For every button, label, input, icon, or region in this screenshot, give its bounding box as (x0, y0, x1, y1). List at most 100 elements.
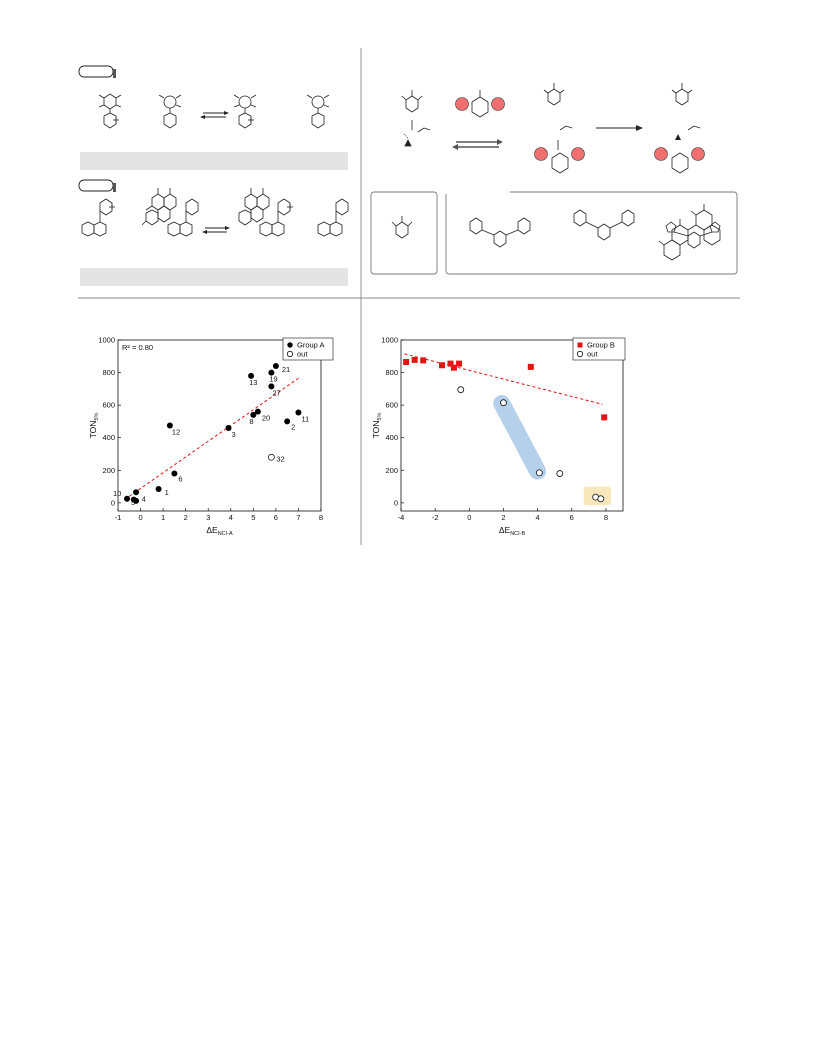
data-point-filled (248, 372, 255, 379)
molecule-b2 (141, 188, 199, 237)
data-point-open (457, 386, 465, 394)
data-point-filled (124, 495, 131, 502)
molecule-a1 (98, 93, 122, 129)
data-point-open (556, 470, 564, 477)
x-tick-label: 2 (501, 513, 505, 522)
substituent-box-small (370, 191, 438, 275)
legend-label: out (297, 350, 308, 359)
legend-box (572, 337, 626, 361)
molecule-b3 (238, 188, 293, 237)
data-point-filled (272, 363, 279, 370)
point-label: 8 (249, 417, 253, 426)
x-tick-label: 6 (274, 513, 278, 522)
x-tick-label: 7 (296, 513, 300, 522)
data-point-filled (284, 418, 291, 425)
scheme-panel-top-left (78, 65, 349, 286)
scheme-tag-a-shadow (113, 69, 116, 78)
data-point-square (527, 363, 534, 370)
equilibrium-arrows-c (452, 139, 503, 150)
scheme-tag-a (78, 65, 114, 78)
substituent-xylyl (391, 216, 413, 239)
y-tick-label: 0 (394, 498, 398, 507)
data-point-square (420, 357, 427, 364)
scheme-caption-bar-a (80, 152, 348, 170)
y-axis-title: TON5% (88, 413, 100, 439)
data-point-open (500, 399, 507, 407)
x-tick-label: 4 (229, 513, 233, 522)
y-tick-label: 1000 (98, 336, 115, 345)
x-tick-label: 4 (536, 513, 540, 522)
legend-label: Group B (587, 341, 615, 350)
legend-label: Group A (297, 341, 325, 350)
forward-arrow (596, 125, 643, 131)
x-tick-label: 8 (604, 513, 608, 522)
data-point-open (597, 495, 605, 503)
x-axis-title: ΔENCI-B (499, 525, 526, 537)
x-tick-label: -4 (398, 513, 405, 522)
data-point-open (535, 469, 543, 477)
box-tab-gap (446, 185, 510, 194)
point-label: 6 (178, 475, 182, 484)
substituent-terphenyl-2 (573, 209, 635, 241)
scheme-tag-b (78, 179, 114, 192)
point-label: 13 (249, 378, 257, 387)
data-point-filled (250, 411, 257, 418)
point-label: 20 (262, 414, 270, 423)
data-point-filled (268, 369, 275, 376)
point-label: 3 (232, 430, 236, 439)
y-tick-label: 200 (385, 466, 398, 475)
data-point-square (447, 360, 454, 367)
plot-frame (400, 339, 624, 512)
scheme-caption-bar-b (80, 268, 348, 286)
intermediate-complex (534, 83, 585, 174)
data-point-square (411, 356, 418, 363)
point-label: 5 (131, 498, 135, 507)
substituent-pyrrolyl (665, 221, 721, 249)
x-tick-label: -2 (432, 513, 439, 522)
data-point-open (267, 453, 275, 461)
reactant-xylene-complex (401, 90, 431, 147)
data-point-filled (133, 489, 140, 496)
substituent-box-large (445, 191, 738, 275)
y-tick-label: 800 (102, 368, 115, 377)
legend-marker-filled (287, 342, 293, 348)
data-point-square (438, 362, 445, 369)
scheme-tag-b-shadow (113, 183, 116, 192)
molecule-a4 (306, 94, 330, 129)
x-tick-label: -1 (115, 513, 122, 522)
y-tick-label: 1000 (381, 336, 398, 345)
y-tick-label: 400 (102, 433, 115, 442)
molecule-a3 (233, 94, 257, 129)
legend-box (282, 337, 334, 361)
trend-line (128, 377, 299, 497)
x-tick-label: 8 (319, 513, 323, 522)
y-tick-label: 600 (102, 401, 115, 410)
legend-label: out (587, 350, 598, 359)
y-tick-label: 0 (111, 498, 115, 507)
point-label: 12 (172, 428, 180, 437)
legend-marker-open (576, 350, 584, 358)
point-label: 11 (301, 414, 309, 423)
y-tick-label: 200 (102, 466, 115, 475)
data-point-square (601, 414, 608, 421)
data-point-filled (254, 408, 261, 415)
product-complex (654, 83, 705, 174)
data-point-square (450, 364, 457, 371)
bulky-aryl-ligand (455, 90, 505, 118)
data-point-filled (225, 424, 232, 431)
molecule-a2 (158, 94, 182, 129)
x-tick-label: 3 (206, 513, 210, 522)
equilibrium-arrows-a (200, 111, 229, 119)
molecule-binaphthyl-octahydro (658, 204, 721, 261)
molecule-b1 (81, 198, 115, 237)
point-label: 10 (113, 489, 121, 498)
y-tick-label: 400 (385, 433, 398, 442)
y-tick-label: 800 (385, 368, 398, 377)
point-label: 27 (272, 388, 280, 397)
data-point-filled (171, 470, 178, 477)
data-point-square (456, 360, 463, 367)
data-point-filled (155, 486, 162, 493)
r-squared-annotation: R² = 0.80 (122, 343, 153, 352)
